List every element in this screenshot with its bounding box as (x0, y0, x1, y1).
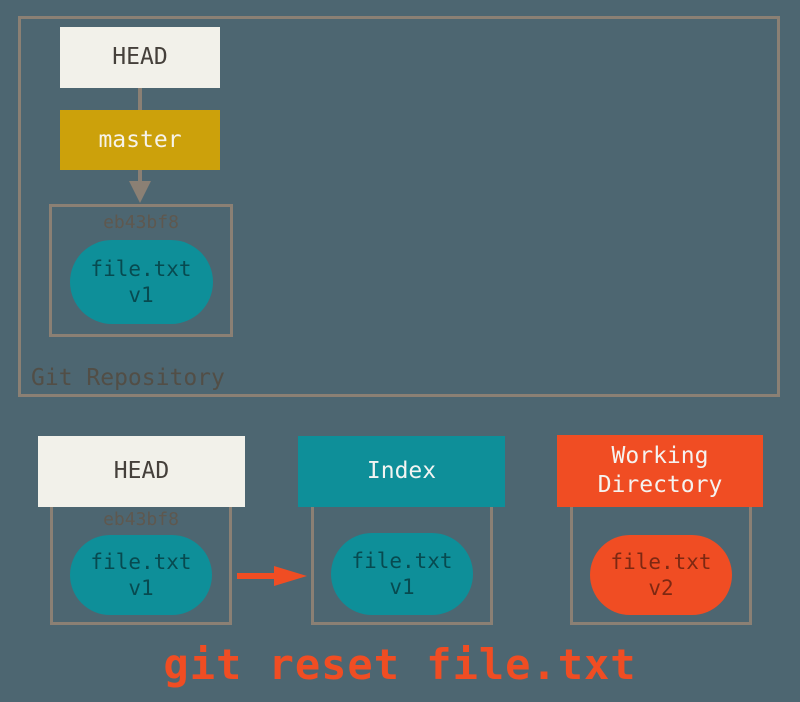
master-to-commit-arrowhead-icon (129, 181, 151, 203)
commit-box: eb43bf8 file.txt v1 (49, 204, 233, 337)
working-directory-column-box: file.txt v2 (570, 507, 752, 625)
git-repository-label: Git Repository (31, 365, 225, 391)
reset-arrow-line (237, 573, 277, 579)
head-column-hash-label: eb43bf8 (103, 509, 179, 530)
repo-head-label: HEAD (112, 44, 168, 71)
commit-hash-label: eb43bf8 (103, 212, 179, 233)
head-column-box: eb43bf8 file.txt v1 (50, 507, 232, 625)
reset-arrow-head-icon (274, 566, 307, 586)
head-to-master-connector (138, 88, 142, 110)
repo-head-box: HEAD (60, 27, 220, 88)
working-directory-file-version: v2 (648, 576, 674, 600)
index-column-file-version: v1 (389, 575, 415, 599)
commit-file-name: file.txt (90, 256, 192, 281)
git-repository-box: Git Repository (18, 16, 780, 397)
commit-file-version: v1 (128, 283, 154, 307)
index-column-box: file.txt v1 (311, 507, 493, 625)
head-column-file-version: v1 (128, 576, 154, 600)
head-column-header: HEAD (38, 436, 245, 507)
head-column-file-name: file.txt (90, 549, 192, 574)
index-column-header-label: Index (366, 458, 437, 485)
working-directory-header-label: Working Directory (597, 443, 723, 498)
index-column-file-pill: file.txt v1 (331, 533, 473, 615)
commit-file-pill: file.txt v1 (69, 240, 213, 324)
caption-command: git reset file.txt (163, 640, 637, 689)
master-to-commit-connector (138, 170, 142, 182)
head-column-header-label: HEAD (113, 458, 170, 485)
working-directory-file-name: file.txt (610, 549, 712, 574)
index-column-header: Index (298, 436, 505, 507)
working-directory-file-pill: file.txt v2 (590, 535, 732, 615)
head-column-file-pill: file.txt v1 (70, 535, 212, 615)
working-directory-column-header: Working Directory (557, 435, 763, 507)
master-branch-box: master (60, 110, 220, 170)
reset-arrow (237, 566, 307, 586)
master-branch-label: master (98, 126, 182, 153)
index-column-file-name: file.txt (351, 548, 453, 573)
